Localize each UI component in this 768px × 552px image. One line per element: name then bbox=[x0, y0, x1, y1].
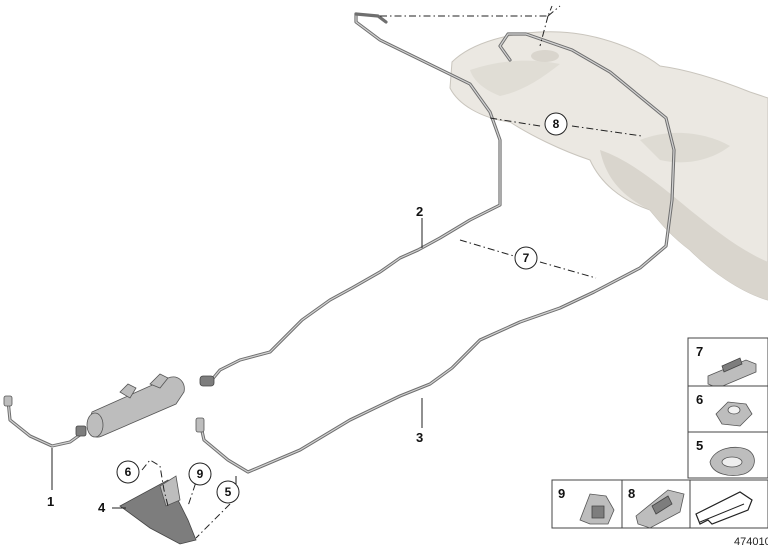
document-id: 474010 bbox=[734, 536, 768, 548]
fuel-filter bbox=[86, 373, 215, 438]
callout-4: 4 bbox=[98, 500, 106, 515]
callout-3: 3 bbox=[416, 430, 423, 445]
bracket-4 bbox=[119, 475, 197, 545]
legend-box-9: 9 bbox=[551, 479, 623, 529]
callout-2: 2 bbox=[416, 204, 423, 219]
svg-text:8: 8 bbox=[553, 117, 560, 131]
svg-text:8: 8 bbox=[628, 486, 635, 501]
leader-line-8 bbox=[380, 5, 643, 137]
svg-text:6: 6 bbox=[696, 392, 703, 407]
legend-box-6: 6 bbox=[687, 385, 768, 433]
svg-text:9: 9 bbox=[558, 486, 565, 501]
svg-text:5: 5 bbox=[696, 438, 703, 453]
callout-9-circle: 9 bbox=[188, 462, 212, 486]
callout-6-circle: 6 bbox=[116, 460, 140, 484]
callout-8-circle: 8 bbox=[544, 112, 568, 136]
fuel-line-2 bbox=[208, 12, 502, 384]
leader-line-7 bbox=[459, 239, 597, 279]
svg-text:5: 5 bbox=[225, 485, 232, 499]
legend-box-8: 8 bbox=[621, 479, 691, 529]
legend-box-arrow bbox=[689, 479, 768, 529]
fuel-line-3 bbox=[195, 32, 676, 474]
fuel-line-1 bbox=[3, 395, 87, 448]
callout-5-circle: 5 bbox=[216, 480, 240, 504]
leader-line-6 bbox=[141, 459, 169, 507]
legend-box-7: 7 bbox=[687, 337, 768, 389]
fuel-tank bbox=[449, 31, 768, 301]
callout-7-circle: 7 bbox=[514, 246, 538, 270]
svg-text:9: 9 bbox=[197, 467, 204, 481]
svg-text:7: 7 bbox=[696, 344, 703, 359]
callout-1: 1 bbox=[47, 494, 54, 509]
arrow-icon bbox=[695, 491, 753, 525]
leader-line-5 bbox=[195, 503, 231, 539]
svg-text:6: 6 bbox=[125, 465, 132, 479]
legend-box-5: 5 bbox=[687, 431, 768, 479]
svg-text:7: 7 bbox=[523, 251, 530, 265]
